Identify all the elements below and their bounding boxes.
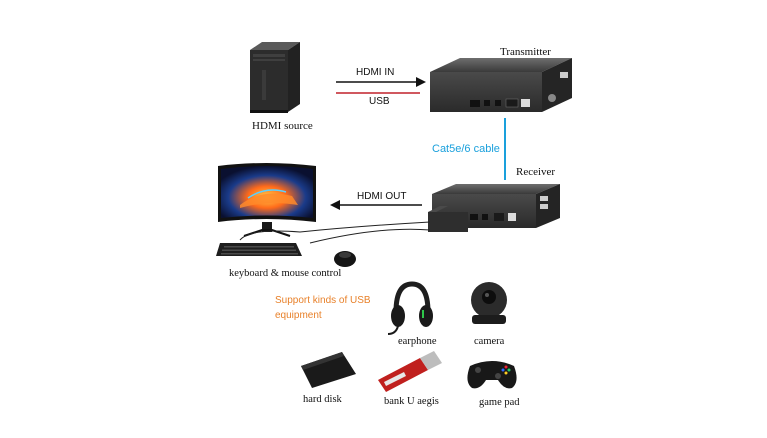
earphone-icon [387, 281, 433, 335]
receiver-label: Receiver [516, 166, 556, 178]
hard-disk-icon [301, 352, 356, 388]
usb-drive-icon [378, 351, 442, 392]
monitor-icon [218, 163, 316, 237]
hdmi-out-label: HDMI OUT [357, 191, 407, 202]
support-note-line1: Support kinds of USB [275, 295, 371, 306]
keyboard-icon [216, 243, 302, 256]
kb-cable [239, 221, 431, 241]
receiver-device-icon [428, 184, 560, 232]
mouse-cable [309, 228, 431, 244]
pc-tower-icon [250, 42, 300, 113]
camera-icon [471, 282, 507, 324]
gamepad-icon [467, 361, 517, 389]
support-note-line2: equipment [275, 310, 322, 321]
camera-label: camera [474, 336, 505, 347]
cable-label: Cat5e/6 cable [432, 143, 500, 155]
hdmi-in-arrow [336, 77, 426, 87]
game-pad-label: game pad [479, 397, 520, 408]
support-note: Support kinds of USB equipment [275, 293, 371, 323]
hdmi-in-label: HDMI IN [356, 67, 395, 78]
transmitter-device-icon [430, 58, 572, 112]
transmitter-label: Transmitter [500, 46, 551, 58]
usb-label: USB [369, 96, 390, 107]
kb-mouse-label: keyboard & mouse control [229, 268, 342, 279]
mouse-icon [334, 251, 356, 267]
bank-u-aegis-label: bank U aegis [384, 396, 439, 407]
hdmi-out-arrow [330, 200, 422, 210]
hdmi-source-label: HDMI source [252, 120, 313, 132]
hard-disk-label: hard disk [303, 394, 342, 405]
earphone-label: earphone [398, 336, 437, 347]
